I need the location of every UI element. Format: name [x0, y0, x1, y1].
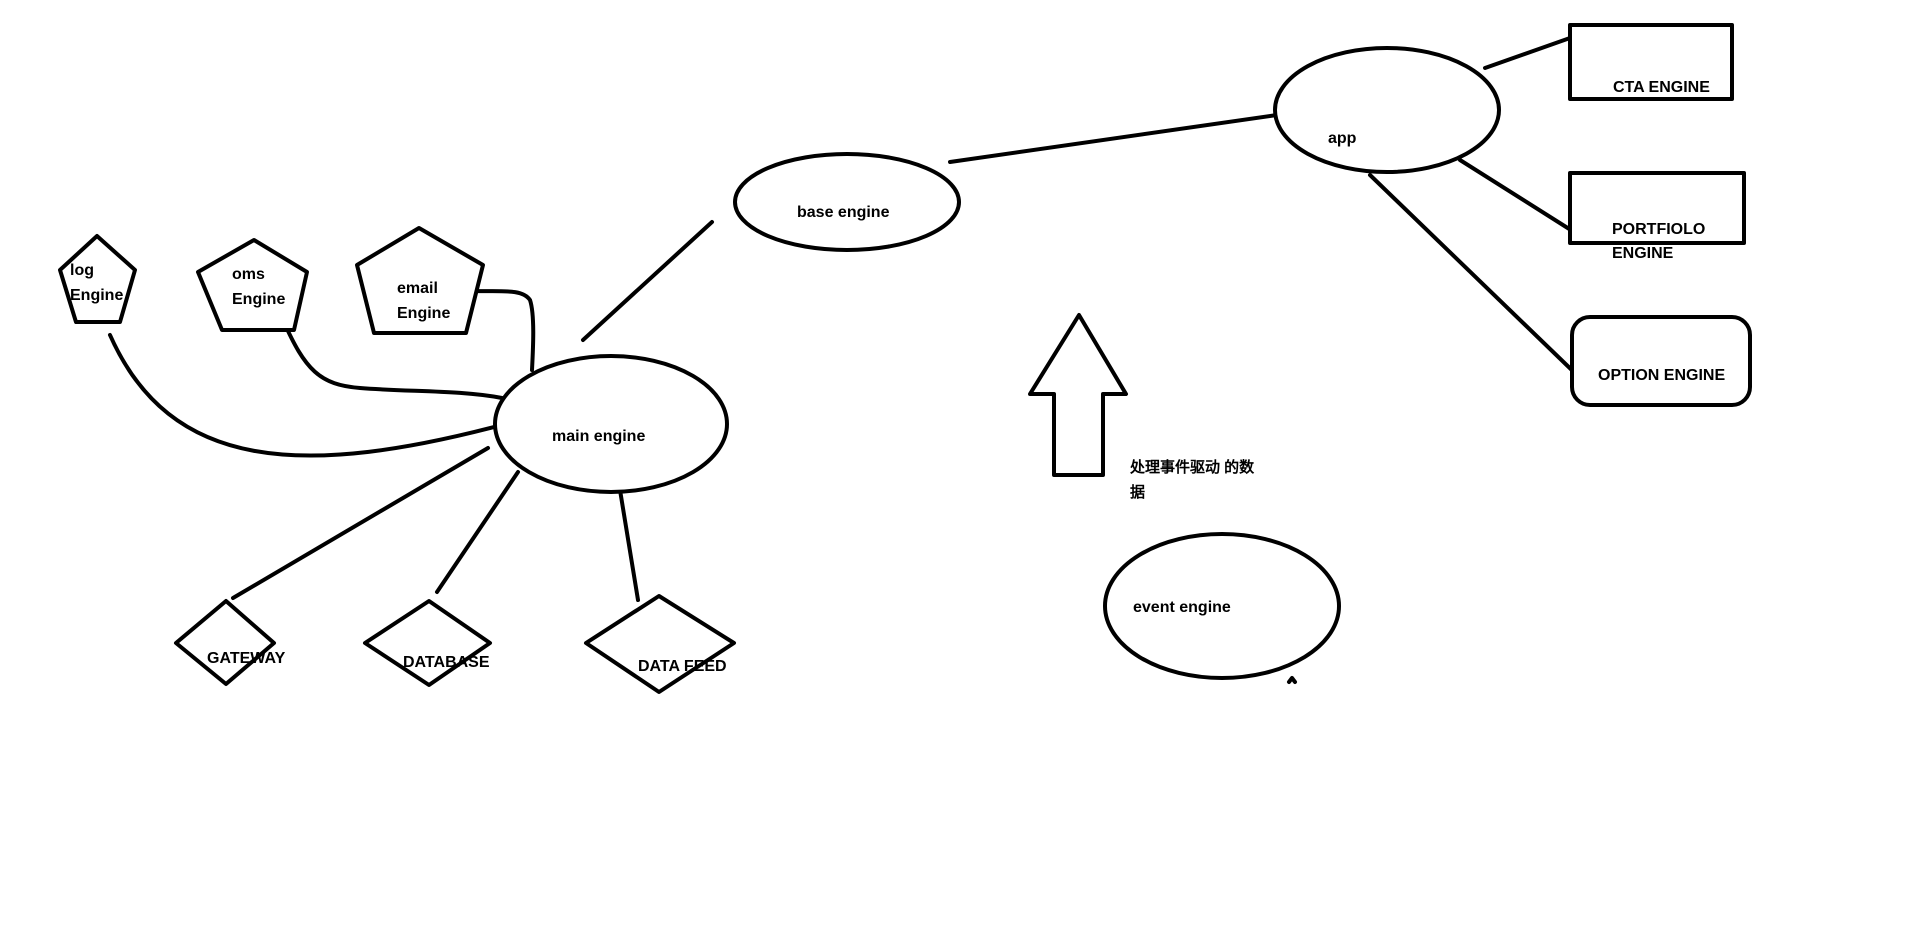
arrow-caption-line1: 处理事件驱动 的数 — [1129, 458, 1255, 476]
oms-engine-label-line2: Engine — [232, 291, 285, 308]
connector-app-portfolio — [1458, 158, 1576, 234]
option-engine-node — [1570, 315, 1752, 407]
email-engine-label-line1: email — [397, 280, 438, 297]
gateway-node — [174, 599, 276, 686]
connector-main-datafeed — [618, 488, 640, 602]
connector-oms-main — [281, 318, 504, 400]
connector-base-app — [948, 113, 1279, 164]
main-engine-label: main engine — [552, 428, 645, 445]
event-engine-mark — [1287, 676, 1297, 684]
up-arrow-icon — [1028, 313, 1128, 477]
connector-main-gateway — [231, 446, 490, 600]
log-engine-label-line1: log — [70, 262, 94, 279]
gateway-label: GATEWAY — [207, 650, 286, 667]
portfolio-engine-node — [1568, 171, 1746, 245]
email-engine-label-line2: Engine — [397, 305, 450, 322]
base-engine-label: base engine — [797, 204, 890, 221]
connector-main-database — [435, 470, 520, 594]
event-engine-label: event engine — [1133, 599, 1231, 616]
log-engine-label-line2: Engine — [70, 287, 123, 304]
connector-app-option — [1368, 173, 1580, 378]
data-feed-node — [584, 594, 736, 694]
app-node — [1273, 46, 1501, 174]
connector-email-main — [464, 289, 536, 372]
connector-main-base — [581, 220, 714, 342]
connector-log-main — [108, 333, 515, 458]
connector-app-cta — [1483, 36, 1572, 70]
portfolio-engine-label-line2: ENGINE — [1612, 245, 1674, 262]
oms-engine-node — [196, 238, 309, 332]
email-engine-node — [355, 226, 485, 335]
cta-engine-node — [1568, 23, 1734, 101]
oms-engine-label-line1: oms — [232, 266, 265, 283]
app-label: app — [1328, 130, 1357, 147]
cta-engine-label: CTA ENGINE — [1613, 79, 1710, 96]
base-engine-node — [733, 152, 961, 252]
option-engine-label: OPTION ENGINE — [1598, 367, 1725, 384]
database-label: DATABASE — [403, 654, 490, 671]
event-engine-node — [1103, 532, 1341, 680]
portfolio-engine-label-line1: PORTFIOLO — [1612, 221, 1705, 238]
data-feed-label: DATA FEED — [638, 658, 727, 675]
main-engine-node — [493, 354, 729, 494]
database-node — [363, 599, 492, 687]
log-engine-node — [58, 234, 137, 324]
arrow-caption-line2: 据 — [1130, 483, 1145, 501]
